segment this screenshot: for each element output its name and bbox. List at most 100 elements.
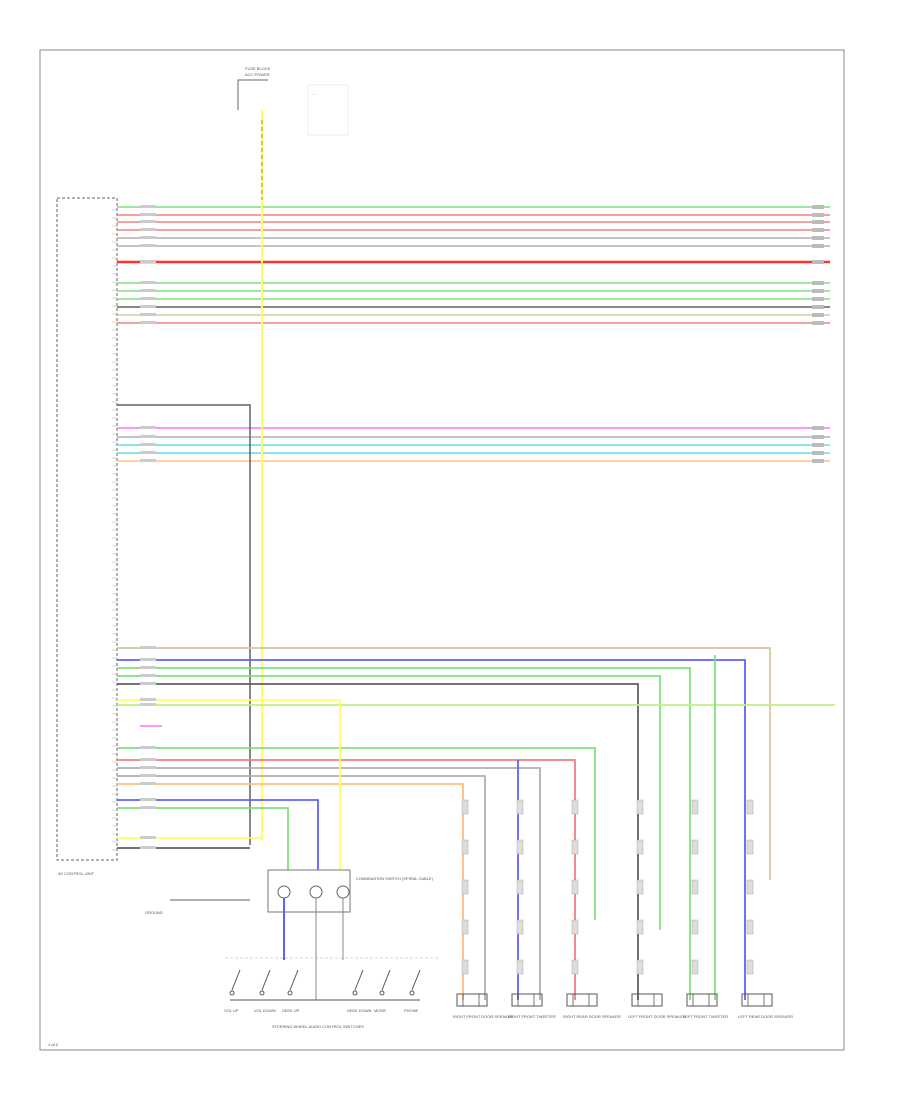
wire-terminal [812,205,824,209]
wire-connector-tag [636,959,644,975]
wire-code-tag [140,782,156,785]
wire-code-tag [140,281,156,284]
speaker-wire [117,667,691,1000]
switch-label: SEEK DOWN [347,1008,372,1013]
wire-code-tag [140,220,156,223]
diagram-border [39,49,845,1051]
speaker-icon [456,993,488,1007]
switch-contact [381,969,391,991]
switch-contact [354,969,364,991]
wire-code-tag [140,658,156,661]
page-number: 1 of 2 [48,1042,59,1047]
wire-connector-tag [691,919,699,935]
steering-switch-label: STEERING WHEEL AUDIO CONTROL SWITCHES [272,1024,364,1029]
wire-code-tag [140,244,156,247]
wire-terminal [812,244,824,248]
wire-terminal [812,451,824,455]
wire-connector-tag [516,919,524,935]
speaker: RIGHT FRONT DOOR SPEAKER [453,799,513,1019]
wire-connector-tag [571,959,579,975]
speaker: RIGHT FRONT TWEETER [508,799,556,1019]
spiral-cable-label: COMBINATION SWITCH (SPIRAL CABLE) [356,876,434,881]
switch-pivot [409,990,415,996]
speaker-wire [117,775,486,1000]
wire-connector-tag [636,839,644,855]
wire-code-tag [140,313,156,316]
wire-connector-tag [461,879,469,895]
wire-code-tag [140,746,156,749]
wire-code-tag [140,236,156,239]
switch-pivot [229,990,235,996]
wire-code-tag [140,205,156,208]
wire-code-tag [140,426,156,429]
speaker-wire [117,747,596,920]
wire-connector-tag [691,879,699,895]
speaker-wire [117,647,771,880]
switch-pivot [352,990,358,996]
wire-code-tag [140,213,156,216]
speaker-wire [117,699,341,870]
wire-code-tag [140,459,156,462]
wire-code-tag [140,698,156,701]
speaker-icon [741,993,773,1007]
switch-contact [289,969,299,991]
wire-code-tag [140,666,156,669]
speaker-wire [117,659,746,1000]
wire-code-tag [140,435,156,438]
spiral-contact-3 [336,885,350,899]
switch-contact [411,969,421,991]
wire-code-tag [140,228,156,231]
wire-code-tag [140,846,156,849]
wire-code-tag [140,305,156,308]
switch-contact [261,969,271,991]
wire-terminal [812,305,824,309]
wire-code-tag [140,806,156,809]
spiral-contact-1 [277,885,291,899]
wire-code-tag [140,451,156,454]
wire-terminal [812,297,824,301]
wire-connector-tag [461,919,469,935]
wire-code-tag [140,703,156,706]
switch-label: VOL DOWN [254,1008,276,1013]
wire-connector-tag [571,919,579,935]
speaker-label: LEFT REAR DOOR SPEAKER [738,1014,793,1019]
speaker-icon [631,993,663,1007]
wire-connector-tag [746,799,754,815]
speaker-wire [117,675,661,930]
wire-terminal [812,260,824,264]
wire-terminal [812,228,824,232]
wire-connector-tag [691,839,699,855]
wire-connector-tag [571,879,579,895]
ground-label: GROUND [145,910,163,915]
speaker-wire [117,683,639,1000]
spiral-cable-box [267,869,351,913]
wire-connector-tag [746,919,754,935]
wire-connector-tag [516,879,524,895]
switch-label: VOL UP [224,1008,239,1013]
wire-terminal [812,236,824,240]
wire-connector-tag [516,839,524,855]
switch-label: PHONE [404,1008,419,1013]
switch-pivot [259,990,265,996]
av-control-unit-box [56,197,118,861]
speaker-label: RIGHT FRONT DOOR SPEAKER [453,1014,513,1019]
fuse-note-line: .... [312,91,316,96]
wire-code-tag [140,443,156,446]
wire-terminal [812,426,824,430]
speaker-wire [117,807,289,870]
speaker-icon [566,993,598,1007]
wire-connector-tag [571,799,579,815]
wire-code-tag [140,836,156,839]
switch-contact [231,969,241,991]
wire-connector-tag [691,799,699,815]
wire-terminal [812,443,824,447]
fuse-source: FUSE BLOCK ACC POWER .... [237,66,349,136]
wire-connector-tag [691,959,699,975]
speaker: LEFT FRONT DOOR SPEAKER [628,799,686,1019]
speaker-wire [117,767,541,1000]
wire-code-tag [140,766,156,769]
wire-code-tag [140,758,156,761]
